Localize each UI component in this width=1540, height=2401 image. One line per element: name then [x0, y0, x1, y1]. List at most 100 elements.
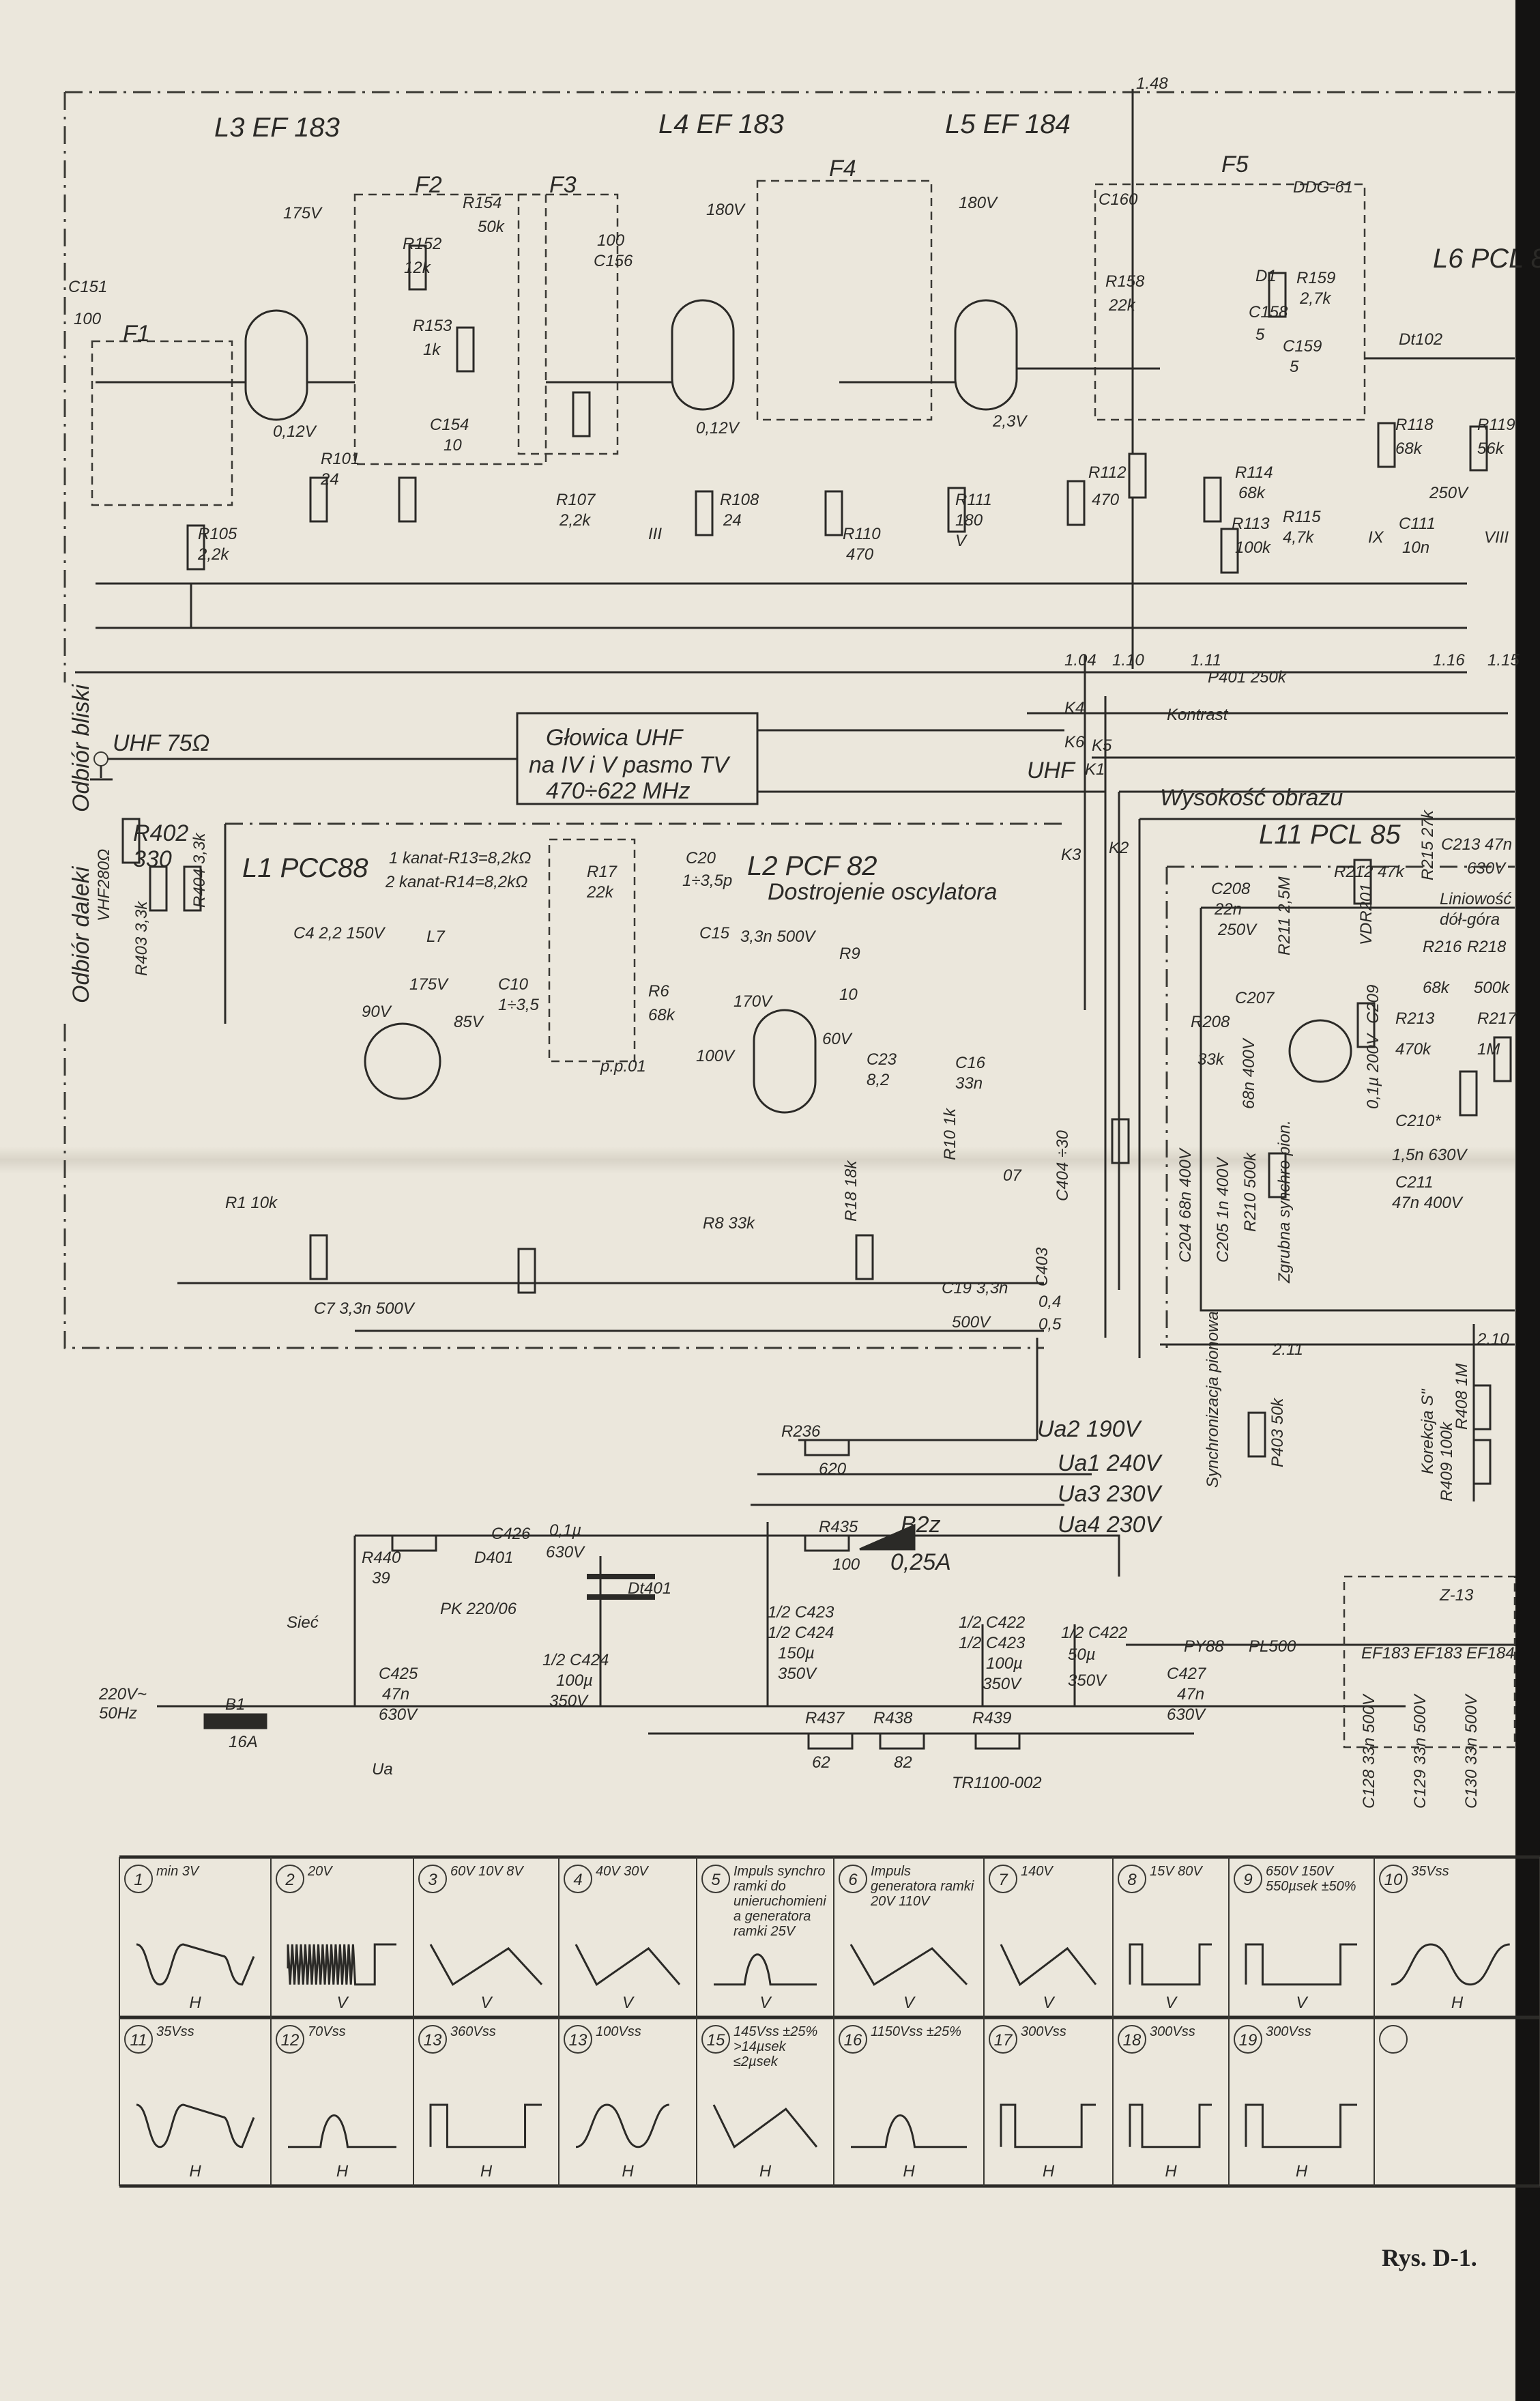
- label-r217v: 1M: [1477, 1040, 1500, 1059]
- label-c128: C128 33n 500V: [1360, 1693, 1378, 1809]
- label-c7: C7 3,3n 500V: [314, 1299, 416, 1318]
- label-v60: 60V: [822, 1030, 853, 1048]
- figure-caption: Rys. D-1.: [1382, 2244, 1477, 2271]
- label-r112: R112: [1088, 463, 1127, 482]
- label-ua2: Ua2 190V: [1037, 1416, 1143, 1442]
- label-r6v: 68k: [648, 1006, 676, 1024]
- label-c213u: 630V: [1467, 859, 1507, 878]
- waveform-timebase: H: [622, 2162, 634, 2181]
- resistor-r236: [804, 1439, 850, 1456]
- waveform-amplitude-label: 35Vss: [156, 2024, 194, 2039]
- waveform-number-circle: [1379, 1865, 1408, 1893]
- label-c426: C426: [491, 1525, 531, 1543]
- label-c10: C10: [498, 975, 529, 994]
- label-c111v: 10n: [1402, 538, 1429, 557]
- label-c204: C204 68n 400V: [1176, 1147, 1195, 1263]
- waveform-trace: [287, 1943, 396, 1986]
- label-r152: R152: [403, 235, 441, 253]
- label-c425v: 47n: [382, 1685, 409, 1703]
- waveform-timebase: V: [480, 1994, 493, 2012]
- label-r153v: 1k: [423, 341, 441, 359]
- waveform-number: 17: [994, 2031, 1013, 2050]
- waveform-amplitude-label: 35Vss: [1411, 1864, 1449, 1879]
- label-r101v: 24: [320, 470, 339, 489]
- label-r159: R159: [1296, 269, 1335, 287]
- waveform-number: 8: [1127, 1871, 1137, 1889]
- uhf-tuner-frequency: 470÷622 MHz: [546, 778, 690, 804]
- label-r435v: 100: [832, 1555, 860, 1574]
- label-c422v: 100µ: [986, 1654, 1023, 1673]
- waveform-timebase: H: [1296, 2162, 1308, 2181]
- label-mains2: 50Hz: [99, 1704, 137, 1723]
- label-r114v: 68k: [1238, 484, 1266, 502]
- label-r107v: 2,2k: [559, 511, 592, 530]
- waveform-timebase: H: [189, 2162, 201, 2181]
- waveform-timebase: V: [1165, 1994, 1178, 2012]
- label-c158v: 5: [1255, 326, 1265, 344]
- waveform-trace: [712, 2104, 818, 2149]
- label-korekcja: Korekcja S": [1419, 1388, 1437, 1474]
- waveform-number-circle: [839, 2025, 867, 2054]
- waveform-number-circle: [701, 1865, 730, 1893]
- resistor: [947, 487, 966, 533]
- waveform-number: 2: [285, 1871, 294, 1889]
- resistor: [456, 326, 475, 373]
- label-ef3: EF184: [1466, 1644, 1515, 1663]
- label-ua4: Ua4 230V: [1058, 1512, 1163, 1538]
- label-l7: L7: [426, 928, 446, 946]
- filter-label-f5: F5: [1221, 152, 1249, 177]
- tube-label-l3: L3 EF 183: [214, 113, 340, 143]
- label-c210: C210*: [1395, 1112, 1441, 1130]
- waveform-number-circle: [418, 1865, 447, 1893]
- label-v175: 175V: [409, 975, 449, 994]
- waveform-cell: 3V: [418, 1865, 543, 2012]
- waveform-number-circle: [1118, 1865, 1146, 1893]
- waveform-amplitude-label: 20V: [308, 1864, 332, 1879]
- label-viii: VIII: [1484, 528, 1509, 547]
- label-v180b: 180V: [959, 194, 998, 212]
- label-r158: R158: [1105, 272, 1145, 291]
- waveform-number-circle: [989, 2025, 1017, 2054]
- label-dt102: Dt102: [1399, 330, 1442, 349]
- resistor: [1493, 1036, 1512, 1082]
- waveform-trace: [429, 2103, 542, 2148]
- label-r154v: 50k: [478, 218, 506, 236]
- label-p403: P403 50k: [1268, 1397, 1287, 1467]
- waveform-trace: [1129, 1943, 1212, 1986]
- label-r216: R216: [1423, 938, 1462, 956]
- label-c427u: 630V: [1167, 1706, 1206, 1724]
- label-r118: R118: [1395, 416, 1434, 434]
- uhf-switch-label: UHF: [1027, 758, 1076, 783]
- resistor: [1472, 1384, 1492, 1430]
- label-py88: PY88: [1184, 1637, 1224, 1656]
- waveform-amplitude-label: 300Vss: [1266, 2024, 1311, 2039]
- label-pl500: PL500: [1249, 1637, 1296, 1656]
- label-r216v: 68k: [1423, 979, 1451, 997]
- scan-dark-edge: [1515, 0, 1540, 2401]
- label-v012b: 0,12V: [696, 419, 740, 437]
- resistor: [824, 490, 843, 536]
- waveform-number-circle: [1118, 2025, 1146, 2054]
- waveform-number-circle: [276, 1865, 304, 1893]
- resistor: [1472, 1439, 1492, 1485]
- waveform-timebase: H: [1165, 2162, 1177, 2181]
- waveform-number-circle: [1234, 1865, 1262, 1893]
- switch-contact-K3: K3: [1061, 846, 1081, 864]
- tube-l4: [671, 299, 735, 411]
- label-n116: 1.16: [1433, 651, 1465, 670]
- label-r213v: 470k: [1395, 1040, 1432, 1059]
- waveform-cell: 8V: [1118, 1865, 1212, 2012]
- label-near: Odbiór bliski: [68, 683, 94, 812]
- label-r110v: 470: [846, 545, 874, 564]
- waveform-amplitude-label: 300Vss: [1150, 2024, 1195, 2039]
- tube-l5: [954, 299, 1018, 411]
- resistor-r437: [807, 1732, 854, 1750]
- label-siec: Sieć: [287, 1613, 319, 1632]
- waveform-cell: 11H: [124, 2025, 255, 2181]
- waveform-timebase: H: [189, 1994, 201, 2012]
- waveform-number: 9: [1243, 1871, 1252, 1889]
- label-n115: 1.15: [1487, 651, 1520, 670]
- label-c423a: 1/2 C423: [768, 1603, 834, 1622]
